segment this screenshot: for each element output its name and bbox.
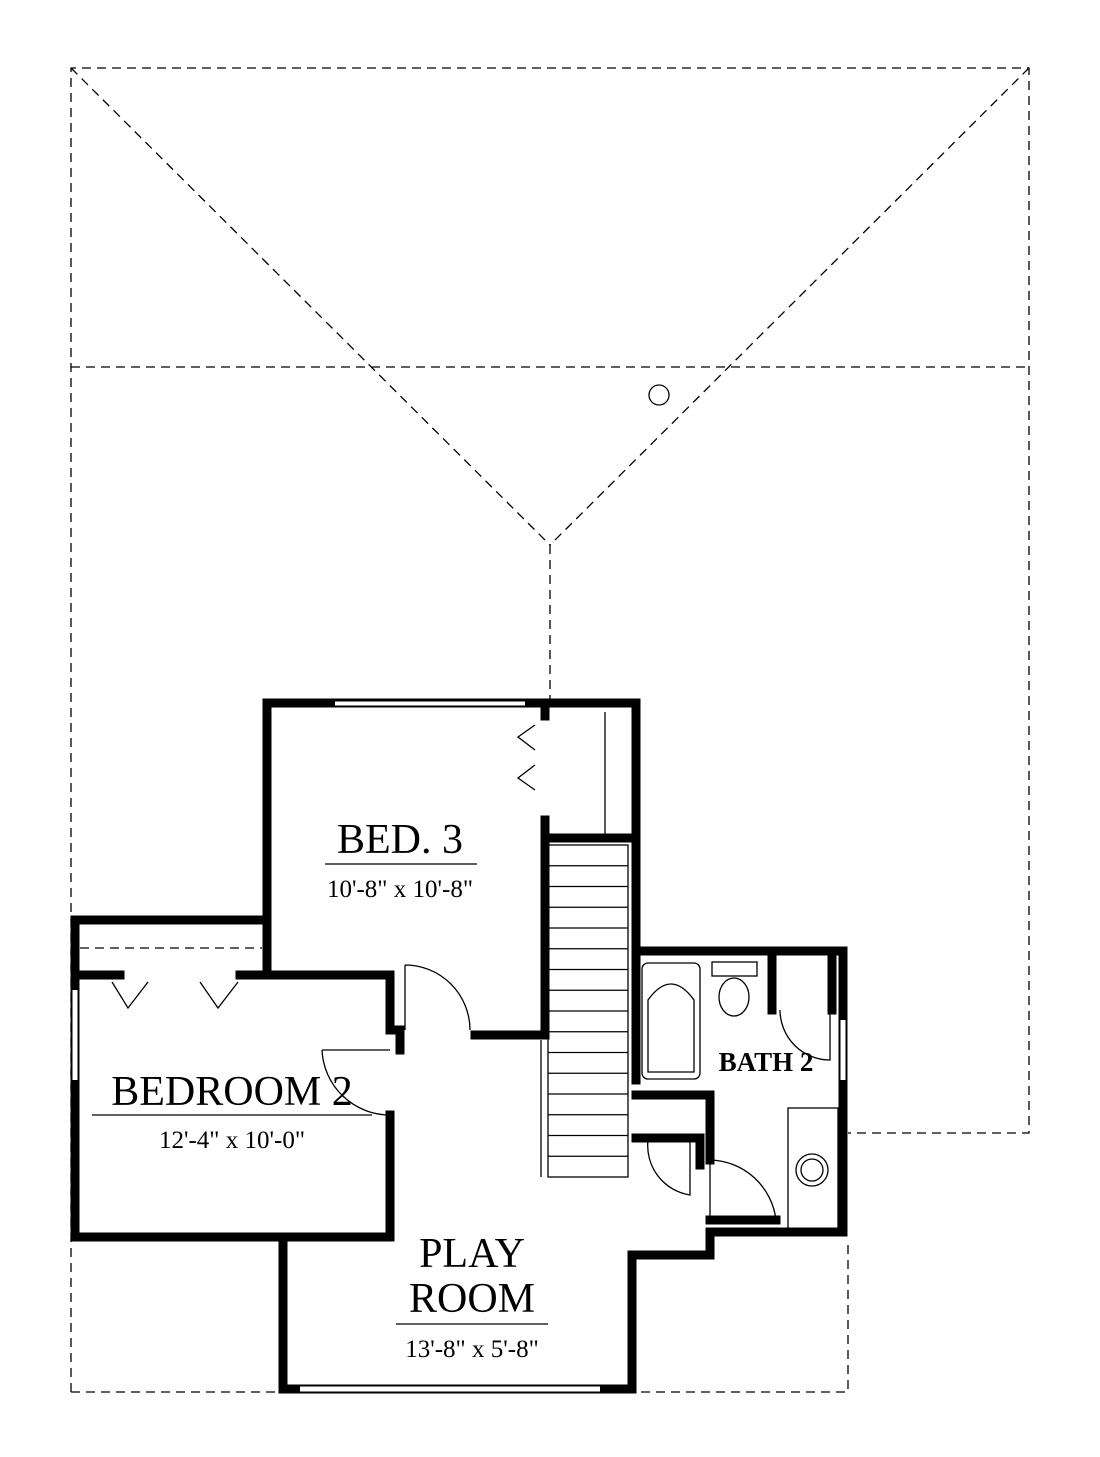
bathtub-icon [641, 962, 701, 1080]
bedroom2-name: BEDROOM 2 [111, 1069, 353, 1115]
sink-basin [800, 1158, 824, 1182]
roof-outline [70, 67, 1030, 1393]
bath-fixtures [641, 961, 839, 1233]
playroom-dims: 13'-8" x 5'-8" [405, 1336, 539, 1363]
bath2-name: BATH 2 [719, 1047, 814, 1077]
staircase [540, 844, 629, 1178]
sink-icon [795, 1153, 829, 1187]
toilet-icon [718, 977, 750, 1017]
windows [71, 700, 847, 1393]
door-swings [321, 964, 831, 1221]
tub-basin [647, 983, 695, 1073]
closet-doors [80, 712, 606, 1010]
room-labels: BED. 3 10'-8" x 10'-8" BEDROOM 2 12'-4" … [92, 817, 813, 1363]
playroom-name-line2: ROOM [409, 1276, 535, 1322]
bedroom2-dims: 12'-4" x 10'-0" [159, 1127, 305, 1154]
toilet-tank-icon [711, 961, 758, 977]
bed3-name: BED. 3 [337, 817, 463, 863]
vanity-counter [787, 1107, 839, 1233]
bed3-dims: 10'-8" x 10'-8" [327, 876, 473, 903]
interior-walls [74, 698, 837, 1242]
roof-vent-icon [648, 384, 670, 406]
playroom-name-line1: PLAY [419, 1231, 525, 1277]
